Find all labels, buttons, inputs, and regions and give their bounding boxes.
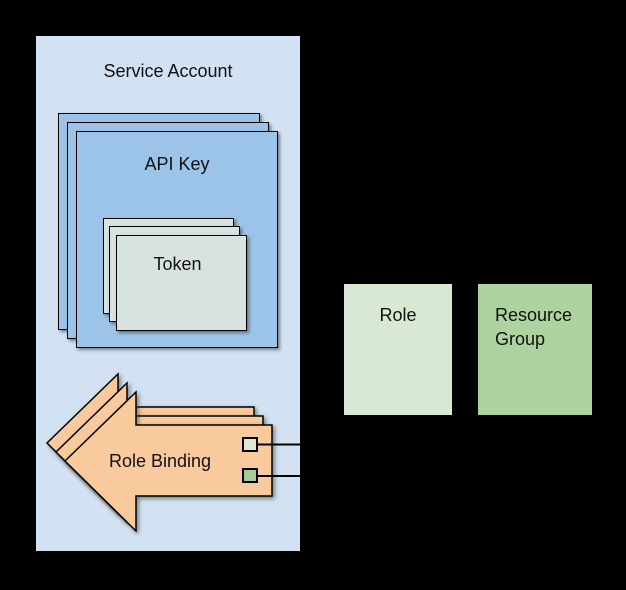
role-box: Role (344, 284, 452, 415)
role-label: Role (379, 305, 417, 325)
resource-group-box: Resource Group (478, 284, 592, 415)
resource-group-port-marker (242, 468, 258, 483)
service-account-label: Service Account (103, 61, 233, 81)
role-binding-label-wrap: Role Binding (65, 425, 255, 496)
token-label: Token (153, 254, 202, 274)
role-port-marker (242, 437, 258, 452)
role-binding-label: Role Binding (108, 450, 212, 471)
token-box-front (116, 235, 247, 331)
resource-group-label: Resource Group (495, 305, 573, 349)
role-binding-arrow-front (63, 390, 273, 533)
api-key-label: API Key (144, 154, 210, 174)
